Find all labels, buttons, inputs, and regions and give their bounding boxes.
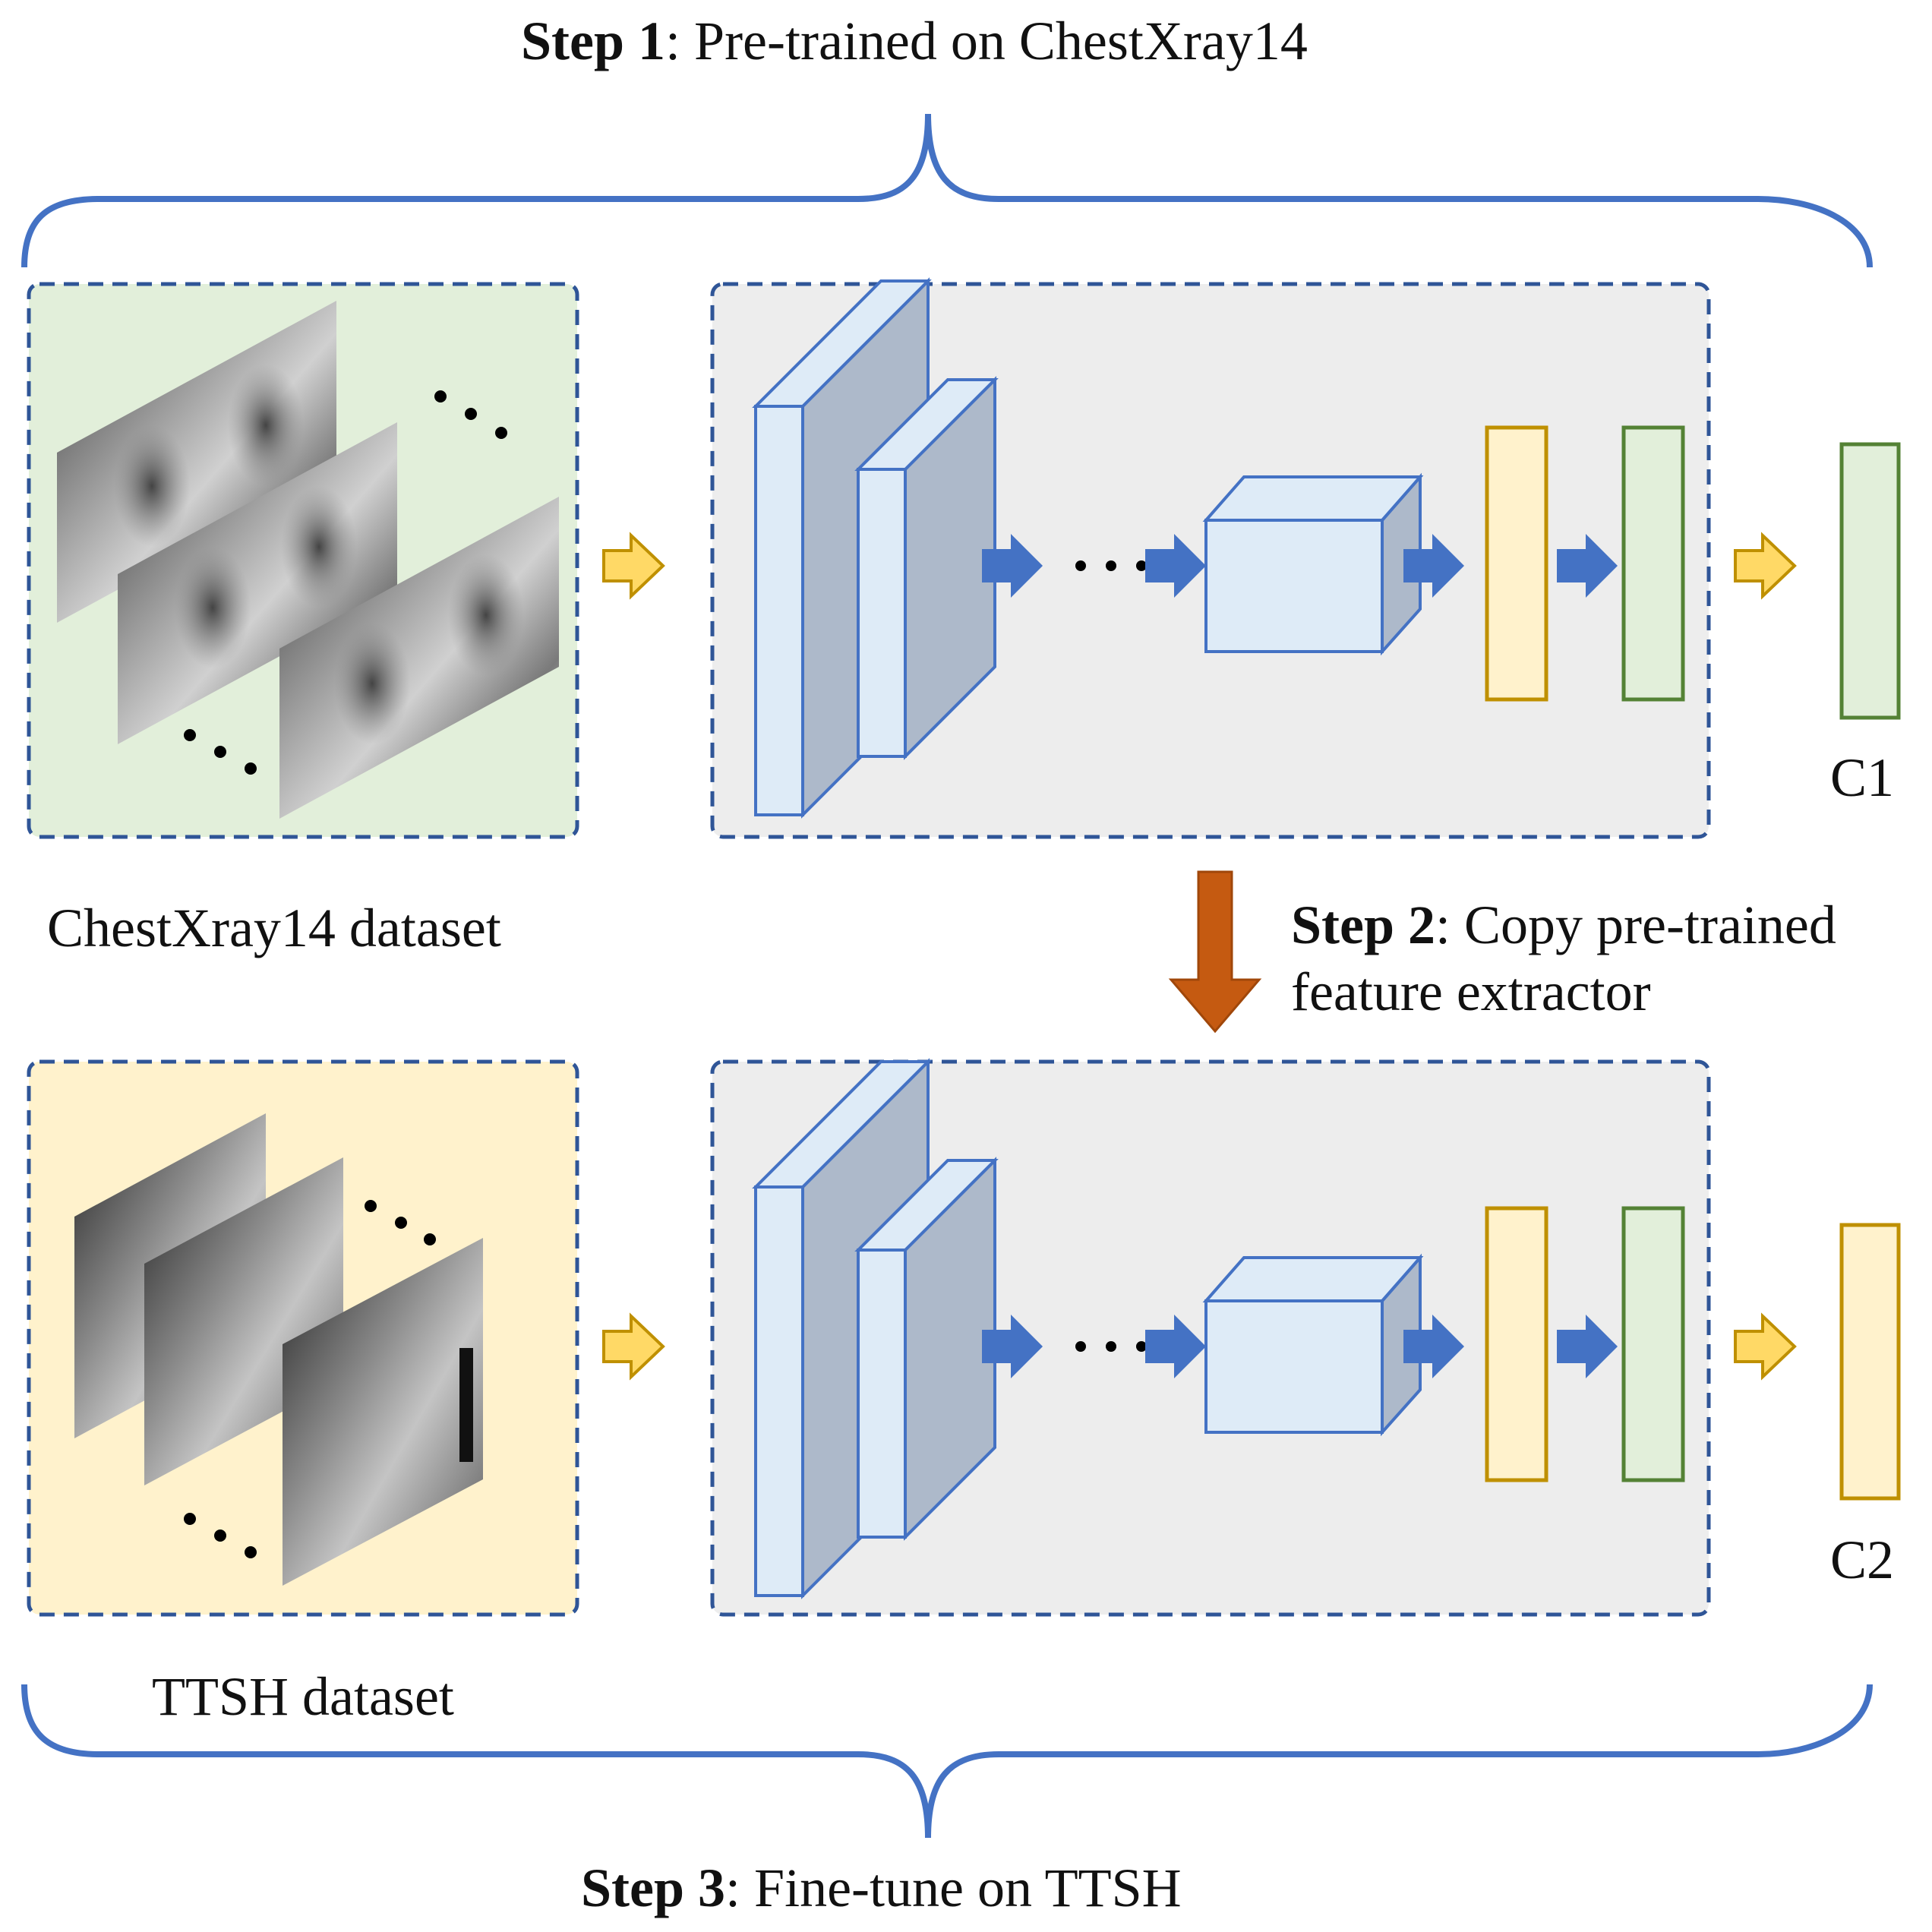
bottom-dot-3: [1136, 1341, 1147, 1352]
top-dot-3: [1136, 560, 1147, 571]
top-arrow-2: [1145, 534, 1206, 598]
step3-text: : Fine-tune on TTSH: [725, 1858, 1182, 1918]
step1-text: : Pre-trained on ChestXray14: [665, 11, 1308, 71]
ttsh-images: [74, 1113, 483, 1586]
step1-title: Step 1: Pre-trained on ChestXray14: [521, 14, 1308, 68]
top-conv-layer-2-front: [857, 468, 907, 758]
step3-bold: Step 3: [581, 1858, 726, 1918]
top-arrow-4: [1557, 534, 1618, 598]
top-dot-1: [1075, 560, 1086, 571]
step1-bold: Step 1: [521, 11, 666, 71]
bottom-conv-layer-1-front: [754, 1185, 804, 1597]
bottom-fc-layer-yellow: [1485, 1206, 1548, 1482]
top-fc-layer-green: [1621, 425, 1685, 702]
bottom-dot-2: [1106, 1341, 1116, 1352]
bottom-fc-layer-green: [1621, 1206, 1685, 1482]
bottom-input-arrow: [602, 1312, 665, 1381]
top-input-arrow: [602, 532, 665, 600]
top-fc-layer-yellow: [1485, 425, 1548, 702]
step2-bold: Step 2: [1291, 895, 1436, 955]
bottom-feature-block-front: [1204, 1299, 1384, 1434]
bottom-classifier-block: [1839, 1223, 1901, 1501]
classifier-c1-label: C1: [1830, 747, 1895, 808]
step3-title: Step 3: Fine-tune on TTSH: [581, 1861, 1182, 1915]
bottom-arrow-1: [982, 1315, 1043, 1378]
bottom-output-arrow: [1734, 1312, 1797, 1381]
bottom-arrow-4: [1557, 1315, 1618, 1378]
bottom-dot-1: [1075, 1341, 1086, 1352]
chestxray-images: [57, 301, 559, 819]
bottom-arrow-2: [1145, 1315, 1206, 1378]
copy-arrow: [1168, 870, 1262, 1034]
bottom-brace: [21, 1684, 1873, 1839]
step2-title: Step 2: Copy pre-trained: [1291, 898, 1836, 952]
bottom-arrow-3: [1403, 1315, 1464, 1378]
top-conv-layer-1-front: [754, 405, 804, 816]
top-classifier-block: [1839, 442, 1901, 720]
top-arrow-1: [982, 534, 1043, 598]
chestxray-dataset-label: ChestXray14 dataset: [47, 898, 501, 958]
top-dot-2: [1106, 560, 1116, 571]
step2-line2: feature extractor: [1291, 961, 1651, 1022]
top-output-arrow: [1734, 532, 1797, 600]
bottom-conv-layer-2-front: [857, 1249, 907, 1539]
step2-text: : Copy pre-trained: [1435, 895, 1836, 955]
top-feature-block-front: [1204, 519, 1384, 653]
classifier-c2-label: C2: [1830, 1530, 1895, 1590]
top-arrow-3: [1403, 534, 1464, 598]
top-brace: [21, 113, 1873, 268]
ttsh-dataset-label: TTSH dataset: [152, 1666, 454, 1727]
